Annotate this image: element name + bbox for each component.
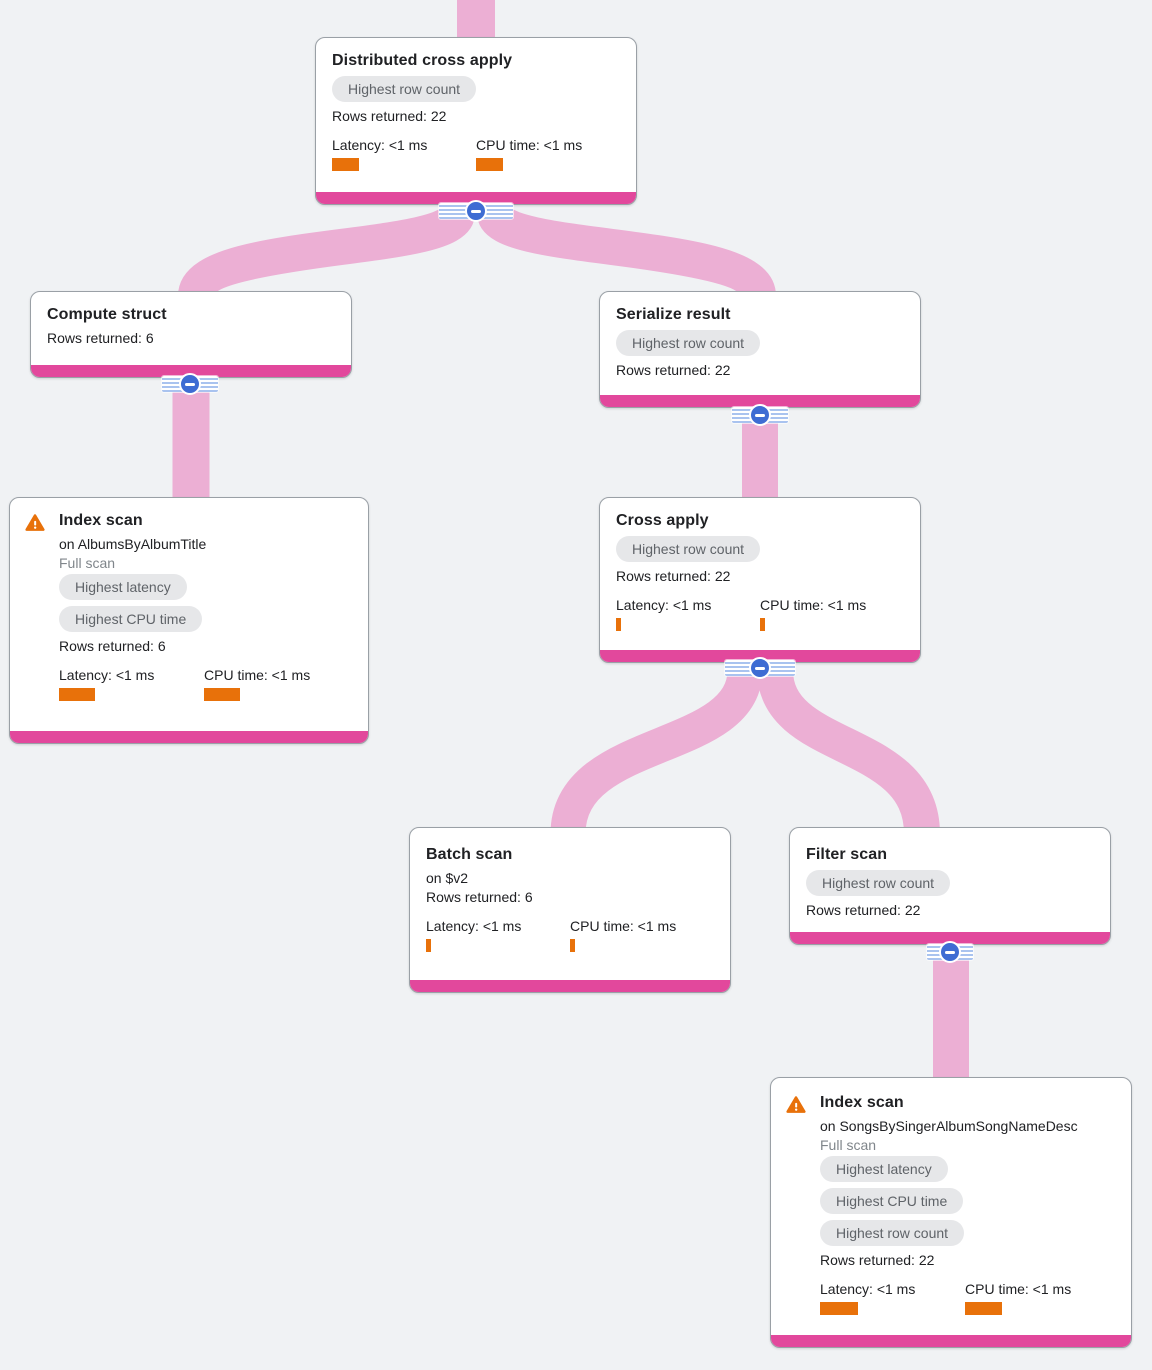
latency-bar [426,939,431,952]
rows-returned: Rows returned: 22 [820,1252,935,1268]
collapse-minus-icon[interactable] [749,404,771,426]
badge-highest-latency: Highest latency [59,574,187,600]
cpu-time-bar [965,1302,1002,1315]
node-index-scan-songs[interactable]: Index scan on SongsBySingerAlbumSongName… [770,1077,1132,1348]
badge-highest-row-count: Highest row count [616,330,761,356]
node-index-scan-albums[interactable]: Index scan on AlbumsByAlbumTitle Full sc… [9,497,369,744]
cpu-time-label: CPU time: <1 ms [204,667,311,683]
node-accent-bar [600,650,920,662]
latency-bar [59,688,95,701]
collapse-connector-serialize-result [732,403,788,427]
badge-highest-cpu-time: Highest CPU time [820,1188,964,1214]
scan-type: Full scan [59,555,116,571]
rows-returned: Rows returned: 22 [616,568,731,584]
collapse-minus-icon[interactable] [179,373,201,395]
badge-highest-row-count: Highest row count [616,536,761,562]
node-batch-scan[interactable]: Batch scan on $v2 Rows returned: 6 Laten… [409,827,731,993]
latency-label: Latency: <1 ms [820,1281,916,1297]
cpu-time-bar [760,618,765,631]
node-subtitle: on $v2 [426,870,469,886]
edge-dca-to-compute-struct [178,205,475,301]
node-accent-bar [771,1335,1131,1347]
node-title: Compute struct [47,306,167,323]
cpu-time-label: CPU time: <1 ms [476,137,583,153]
node-compute-struct[interactable]: Compute struct Rows returned: 6 [30,291,352,378]
node-filter-scan[interactable]: Filter scan Highest row count Rows retur… [789,827,1111,945]
rows-returned: Rows returned: 6 [426,889,533,905]
node-title: Index scan [59,512,143,529]
latency-bar [820,1302,858,1315]
cpu-time-bar [476,158,503,171]
collapse-connector-distributed-cross-apply [439,199,513,223]
scan-type: Full scan [820,1137,877,1153]
latency-label: Latency: <1 ms [426,918,522,934]
cpu-time-label: CPU time: <1 ms [760,597,867,613]
collapse-minus-icon[interactable] [465,200,487,222]
rows-returned: Rows returned: 22 [332,108,447,124]
collapse-minus-icon[interactable] [749,657,771,679]
node-accent-bar [410,980,730,992]
node-title: Serialize result [616,306,731,323]
node-accent-bar [316,192,636,204]
collapse-connector-compute-struct [162,372,218,396]
node-accent-bar [10,731,368,743]
cpu-time-label: CPU time: <1 ms [570,918,677,934]
badge-highest-latency: Highest latency [820,1156,948,1182]
node-title: Distributed cross apply [332,52,513,69]
badge-highest-cpu-time: Highest CPU time [59,606,203,632]
rows-returned: Rows returned: 22 [806,902,921,918]
node-title: Batch scan [426,846,513,863]
badge-highest-row-count: Highest row count [806,870,951,896]
cpu-time-bar [204,688,240,701]
rows-returned: Rows returned: 6 [47,330,154,346]
warning-icon [25,513,45,533]
collapse-connector-cross-apply [725,656,795,680]
badge-highest-row-count: Highest row count [332,76,477,102]
node-subtitle: on AlbumsByAlbumTitle [59,536,207,552]
rows-returned: Rows returned: 6 [59,638,166,654]
node-accent-bar [790,932,1110,944]
node-title: Filter scan [806,846,888,863]
node-serialize-result[interactable]: Serialize result Highest row count Rows … [599,291,921,408]
node-title: Index scan [820,1094,904,1111]
latency-label: Latency: <1 ms [616,597,712,613]
latency-bar [332,158,359,171]
collapse-connector-filter-scan [927,940,973,964]
collapse-minus-icon[interactable] [939,941,961,963]
node-title: Cross apply [616,512,709,529]
edge-cross-apply-to-filter-scan [757,668,940,836]
latency-label: Latency: <1 ms [332,137,428,153]
rows-returned: Rows returned: 22 [616,362,731,378]
edge-cross-apply-to-batch-scan [550,668,763,836]
cpu-time-bar [570,939,575,952]
node-distributed-cross-apply[interactable]: Distributed cross apply Highest row coun… [315,37,637,205]
latency-label: Latency: <1 ms [59,667,155,683]
node-cross-apply[interactable]: Cross apply Highest row count Rows retur… [599,497,921,663]
warning-icon [786,1095,806,1115]
latency-bar [616,618,621,631]
edge-dca-to-serialize-result [477,205,776,301]
node-accent-bar [31,365,351,377]
node-subtitle: on SongsBySingerAlbumSongNameDesc [820,1118,1078,1134]
node-accent-bar [600,395,920,407]
badge-highest-row-count: Highest row count [820,1220,965,1246]
cpu-time-label: CPU time: <1 ms [965,1281,1072,1297]
